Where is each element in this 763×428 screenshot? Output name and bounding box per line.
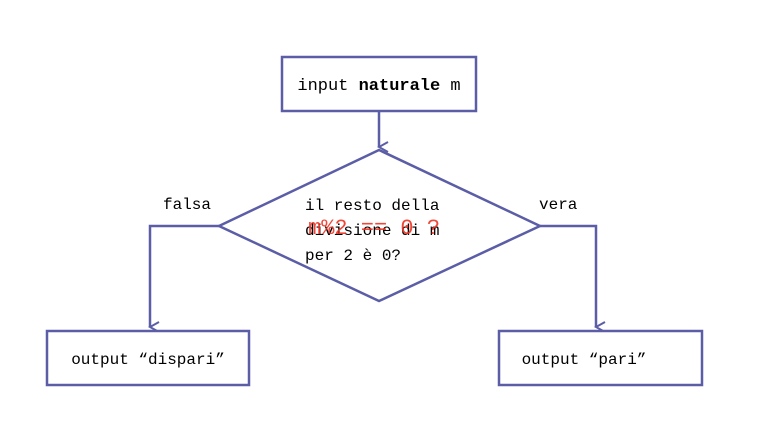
output-pari-box: [497, 329, 704, 387]
decision-line-3: per 2 è 0?: [305, 247, 401, 265]
decision-line-1: il resto della: [305, 197, 440, 215]
input-label: input naturale m: [297, 77, 460, 96]
output-pari-label: output “pari”: [522, 351, 647, 369]
input-bold: naturale: [359, 77, 441, 96]
decision-overlay-expression: m%2 == 0 ?: [308, 216, 440, 241]
input-suffix: m: [440, 77, 460, 96]
output-dispari-label: output “dispari”: [71, 351, 225, 369]
decision-line-2: divisione di m: [305, 222, 439, 240]
arrow-false-branch: [150, 224, 219, 327]
input-prefix: input: [297, 77, 358, 96]
decision-diamond: [216, 148, 543, 303]
input-box: [280, 55, 478, 113]
branch-label-true: vera: [539, 196, 578, 214]
arrow-true-branch: [540, 224, 596, 327]
branch-label-false: falsa: [163, 196, 211, 214]
output-dispari-box: [45, 329, 251, 387]
